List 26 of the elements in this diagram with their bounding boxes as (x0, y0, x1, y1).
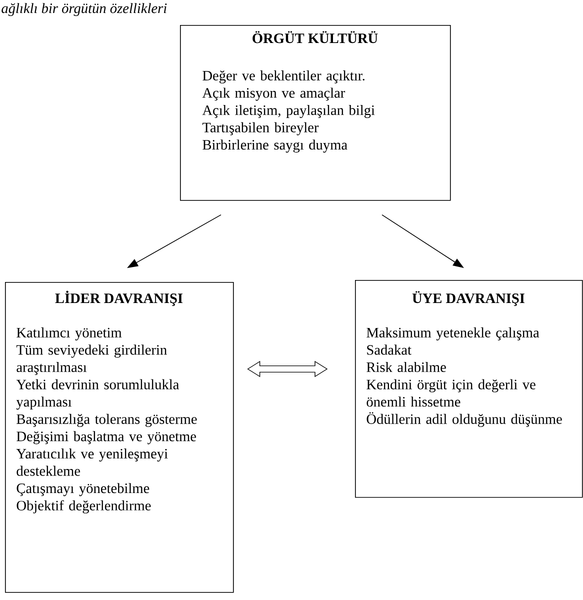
list-item: Birbirlerine saygı duyma (202, 140, 348, 153)
list-item: Kendini örgüt için değerli ve önemli hissetme (366, 379, 536, 407)
list-item: Sadakat (367, 344, 412, 355)
list-item: Değişimi başlatma ve yönetme (16, 431, 196, 444)
double-arrow (247, 360, 328, 378)
text-box (5, 282, 234, 593)
list-item: Objektif değerlendirme (16, 500, 151, 514)
text-box (355, 280, 583, 498)
list-item: Başarısızlığa tolerans gösterme (16, 414, 197, 427)
list-item: Tartışabilen bireyler (202, 122, 319, 136)
text-box (180, 25, 451, 201)
list-item: Risk alabilme (366, 362, 446, 372)
box-heading: LİDER DAVRANIŞI (55, 290, 183, 306)
box-heading: ÜYE DAVRANIŞI (412, 291, 524, 306)
list-item: Çatışmayı yönetebilme (16, 483, 150, 496)
list-item: Ödüllerin adil olduğunu düşünme (366, 412, 562, 427)
list-item: Açık misyon ve amaçlar (202, 88, 346, 101)
list-item: Açık iletişim, paylaşılan bilgi (202, 105, 375, 118)
list-item: Katılımcı yönetim (16, 327, 122, 340)
figure-title: ağlıklı bir örgütün özellikleri (2, 3, 167, 16)
list-item: Yaratıcılık ve yenileşmeyi destekleme (16, 448, 168, 476)
box-heading: ÖRGÜT KÜLTÜRÜ (252, 31, 378, 44)
list-item: Tüm seviyedeki girdilerin araştırılması (16, 344, 167, 375)
list-item: Maksimum yetenekle çalışma (366, 327, 540, 340)
list-item: Değer ve beklentiler açıktır. (202, 70, 364, 84)
list-item: Yetki devrinin sorumlulukla yapılması (16, 379, 179, 410)
